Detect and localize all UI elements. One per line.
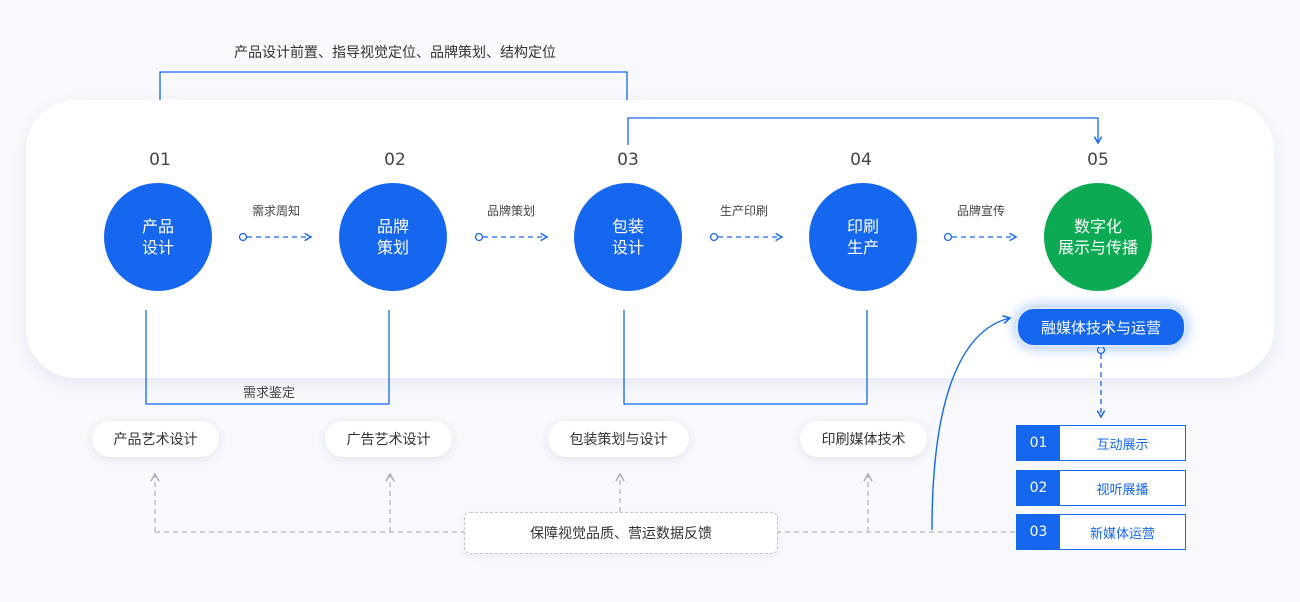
list-item: 02 视听展播 (1016, 470, 1186, 506)
step-number: 03 (617, 150, 639, 170)
pill-print-media-tech: 印刷媒体技术 (800, 421, 927, 457)
list-index: 03 (1017, 515, 1060, 549)
arrow-label: 生产印刷 (719, 204, 768, 218)
arrow-label: 需求周知 (251, 204, 300, 218)
step-circle-packaging-design: 包装 设计 (574, 183, 682, 291)
media-tech-pill: 融媒体技术与运营 (1016, 307, 1186, 347)
step-number: 04 (850, 150, 872, 170)
list-index: 02 (1017, 471, 1060, 505)
step-label-line1: 印刷 (846, 217, 879, 236)
step-circle-print-production: 印刷 生产 (809, 183, 917, 291)
step-circle-digital-display: 数字化 展示与传播 (1044, 183, 1152, 291)
top-bracket-label: 产品设计前置、指导视觉定位、品牌策划、结构定位 (234, 45, 556, 61)
list-text: 互动展示 (1096, 437, 1149, 453)
list-item: 03 新媒体运营 (1016, 514, 1186, 550)
step-label-line1: 品牌 (376, 217, 409, 236)
feedback-curve (931, 315, 1012, 531)
arrow-label: 品牌策划 (486, 204, 535, 218)
step-label-line2: 设计 (141, 238, 174, 257)
production-bracket (623, 310, 868, 405)
step-label-line1: 数字化 (1073, 217, 1122, 236)
feedback-box: 保障视觉品质、营运数据反馈 (464, 512, 778, 554)
step-label-line2: 策划 (376, 238, 409, 257)
step-number: 02 (384, 150, 406, 170)
top-bracket (159, 71, 628, 100)
step-label-line2: 生产 (846, 238, 879, 257)
step-label-line2: 展示与传播 (1057, 238, 1138, 257)
step-circle-product-design: 产品 设计 (104, 183, 212, 291)
pill-advertising-art-design: 广告艺术设计 (325, 421, 452, 457)
step-label-line1: 包装 (611, 217, 644, 236)
step3-to-step5-line (627, 117, 1103, 145)
step-label-line2: 设计 (611, 238, 644, 257)
step-circle-brand-planning: 品牌 策划 (339, 183, 447, 291)
requirement-bracket (145, 310, 390, 405)
pill-product-art-design: 产品艺术设计 (92, 421, 219, 457)
step-label-line1: 产品 (141, 217, 174, 236)
list-index: 01 (1017, 426, 1060, 460)
list-text: 新媒体运营 (1089, 526, 1155, 542)
list-item: 01 互动展示 (1016, 425, 1186, 461)
arrow-label: 品牌宣传 (956, 204, 1005, 218)
pill-packaging-planning-design: 包装策划与设计 (548, 421, 689, 457)
step-number: 05 (1087, 150, 1109, 170)
step-number: 01 (149, 150, 171, 170)
requirement-label: 需求鉴定 (242, 386, 295, 401)
list-text: 视听展播 (1096, 482, 1149, 498)
